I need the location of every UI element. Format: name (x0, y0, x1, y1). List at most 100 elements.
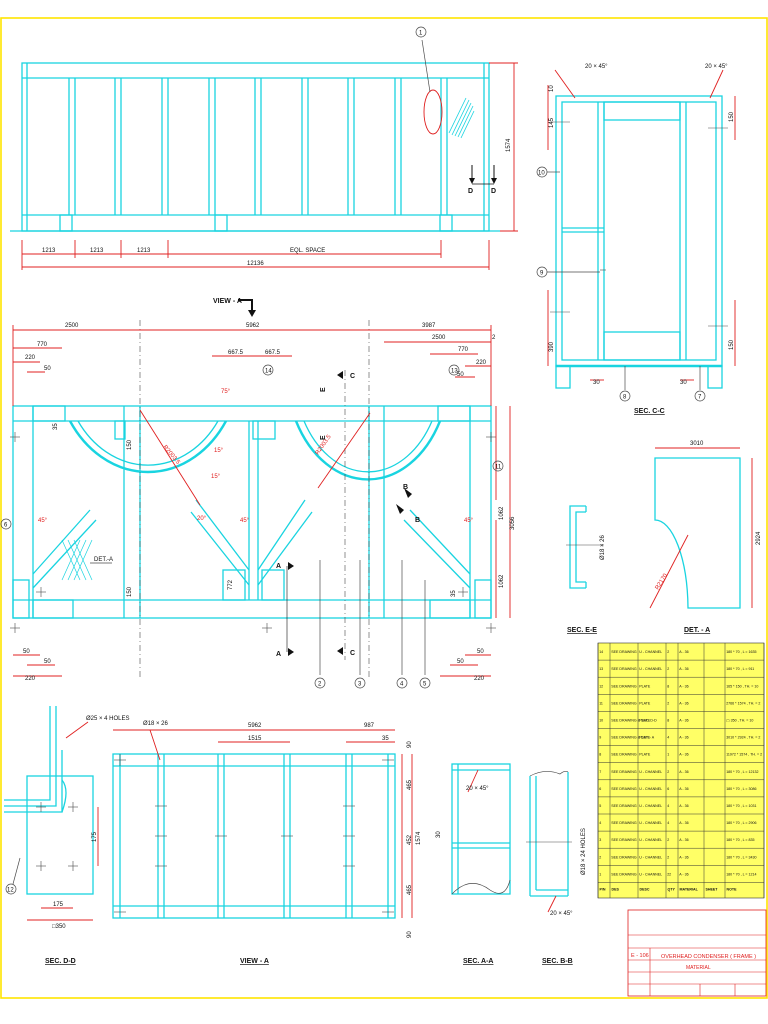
title-block-number: E - 106 (631, 953, 649, 959)
callout-6: 6 (4, 523, 8, 529)
bom-cell: A - 36 (679, 770, 688, 774)
bom-cell: 180 * 70 , L = 12132 (726, 770, 758, 774)
section-mark-e-top: E (320, 387, 327, 392)
top-view-callout: 1 (419, 31, 423, 37)
sec-d-holes: Ø25 × 4 HOLES (86, 716, 130, 722)
dim-1062-lower: 1062 (499, 574, 505, 588)
section-mark-d-left: D (468, 188, 473, 195)
angle-75: 75° (221, 389, 231, 395)
sec-a-title: SEC. A-A (463, 958, 493, 965)
bom-cell: U - CHANNEL (639, 855, 662, 859)
dim-2: 2 (492, 335, 496, 341)
dim-2500-right: 2500 (432, 335, 446, 341)
bom-cell: A - 36 (679, 667, 688, 671)
dim-390: 390 (549, 341, 555, 352)
view-a-dim-465-bottom: 465 (407, 884, 413, 895)
dim-10: 10 (549, 85, 555, 92)
dim-1062-upper: 1062 (499, 506, 505, 520)
angle-45b: 45° (240, 518, 250, 524)
bom-cell: A - 36 (679, 838, 688, 842)
section-a-a: 20 × 45° SEC. A-A (451, 763, 511, 965)
bom-cell: SEE DRAWING (611, 650, 637, 654)
chamfer-right: 20 × 45° (705, 64, 728, 70)
section-mark-b-bottom: B (415, 517, 420, 524)
bom-cell: U - CHANNEL (639, 821, 662, 825)
dim-30-right: 30 (680, 380, 687, 386)
dim-bottom-50a: 50 (23, 649, 30, 655)
bom-cell: U - CHANNEL (639, 872, 662, 876)
callout-9: 9 (540, 271, 544, 277)
bom-cell: SEE DRAWING & DET. - A (611, 736, 655, 740)
bom-cell: A - 36 (679, 684, 688, 688)
section-mark-c-bottom: C (350, 650, 355, 657)
bom-cell: 11972 * 1574 , TH. = 2 (726, 753, 762, 757)
bom-cell: 180 * 70 , L = 911 (726, 667, 754, 671)
bom-cell: 6 (667, 787, 669, 791)
dim-35-right: 35 (451, 590, 457, 597)
bom-cell: 9 (599, 736, 601, 740)
bom-cell: 2 (667, 770, 669, 774)
view-a-dim-987: 987 (364, 723, 375, 729)
callout-10: 10 (538, 171, 545, 177)
front-view: DET.-A R2003.5 R2003.5 75° 15° 15° 20° 4… (0, 320, 516, 689)
bom-cell: SEE DRAWING (611, 667, 637, 671)
bom-cell: 4 (599, 821, 601, 825)
bom-cell: 2 (667, 855, 669, 859)
dim-height: 1574 (506, 138, 512, 152)
dim-bay3: 1213 (137, 248, 151, 254)
section-mark-d-right: D (491, 188, 496, 195)
sec-d-dim-175-horizontal: 175 (53, 902, 64, 908)
dim-total-length: 12136 (247, 261, 264, 267)
dim-bottom-50d: 50 (457, 659, 464, 665)
bom-header-cell: DES (612, 887, 620, 891)
bom-cell: U - CHANNEL (639, 650, 662, 654)
section-mark-a-top: A (276, 563, 281, 570)
dim-5962: 5962 (246, 323, 260, 329)
section-c-c: 20 × 45° 20 × 45° 10 145 150 390 150 30 … (536, 64, 736, 415)
bom-cell: 2 (667, 838, 669, 842)
sec-d-dim-350: □350 (52, 924, 66, 930)
bom-cell: U - CHANNEL (639, 838, 662, 842)
bom-cell: PLATE (639, 736, 651, 740)
view-a-arrow-label: VIEW - A (213, 298, 242, 305)
dim-220-left: 220 (25, 355, 36, 361)
dim-3987: 3987 (422, 323, 436, 329)
section-mark-a-bottom: A (276, 651, 281, 658)
bom-cell: 2766 * 1574 , TH. = 2 (726, 701, 760, 705)
callout-7: 7 (698, 395, 702, 401)
bom-cell: SEE DRAWING (611, 821, 637, 825)
bom-cell: A - 36 (679, 753, 688, 757)
dim-bottom-220a: 220 (25, 676, 36, 682)
callout-14: 14 (265, 369, 272, 375)
bom-cell: SEE DRAWING & SEC. D-D (611, 718, 657, 722)
sec-d-dim-175-vertical: 175 (92, 831, 98, 842)
dim-667-5-a: 667.5 (228, 350, 244, 356)
dim-772: 772 (228, 579, 234, 590)
bom-cell: A - 36 (679, 872, 688, 876)
bom-header-cell: DESC (640, 887, 650, 891)
view-a-dim-35: 35 (382, 736, 389, 742)
bom-cell: 8 (599, 753, 601, 757)
dim-bay2: 1213 (90, 248, 104, 254)
section-mark-b-top: B (403, 484, 408, 491)
bom-header-cell: QTY (668, 887, 676, 891)
callout-12: 12 (7, 888, 14, 894)
bom-cell: A - 36 (679, 821, 688, 825)
callout-4: 4 (400, 682, 404, 688)
angle-15b: 15° (211, 474, 221, 480)
section-mark-c-top: C (350, 373, 355, 380)
dim-50-left: 50 (44, 366, 51, 372)
sec-e-hole: Ø18 × 26 (600, 534, 606, 560)
det-a-label: DET.-A (94, 557, 113, 563)
bom-cell: 2 (667, 667, 669, 671)
det-a-radius: R2170 (655, 572, 670, 591)
chamfer-left: 20 × 45° (585, 64, 608, 70)
bom-cell: U - CHANNEL (639, 770, 662, 774)
bom-cell: A - 36 (679, 701, 688, 705)
view-a: Ø18 × 26 5962 987 1515 35 90 465 452 157… (112, 721, 442, 965)
title-block-subtitle: MATERIAL (686, 965, 711, 971)
bom-cell: SEE DRAWING (611, 872, 637, 876)
callout-11: 11 (495, 465, 502, 471)
bom-cell: 4 (667, 821, 669, 825)
